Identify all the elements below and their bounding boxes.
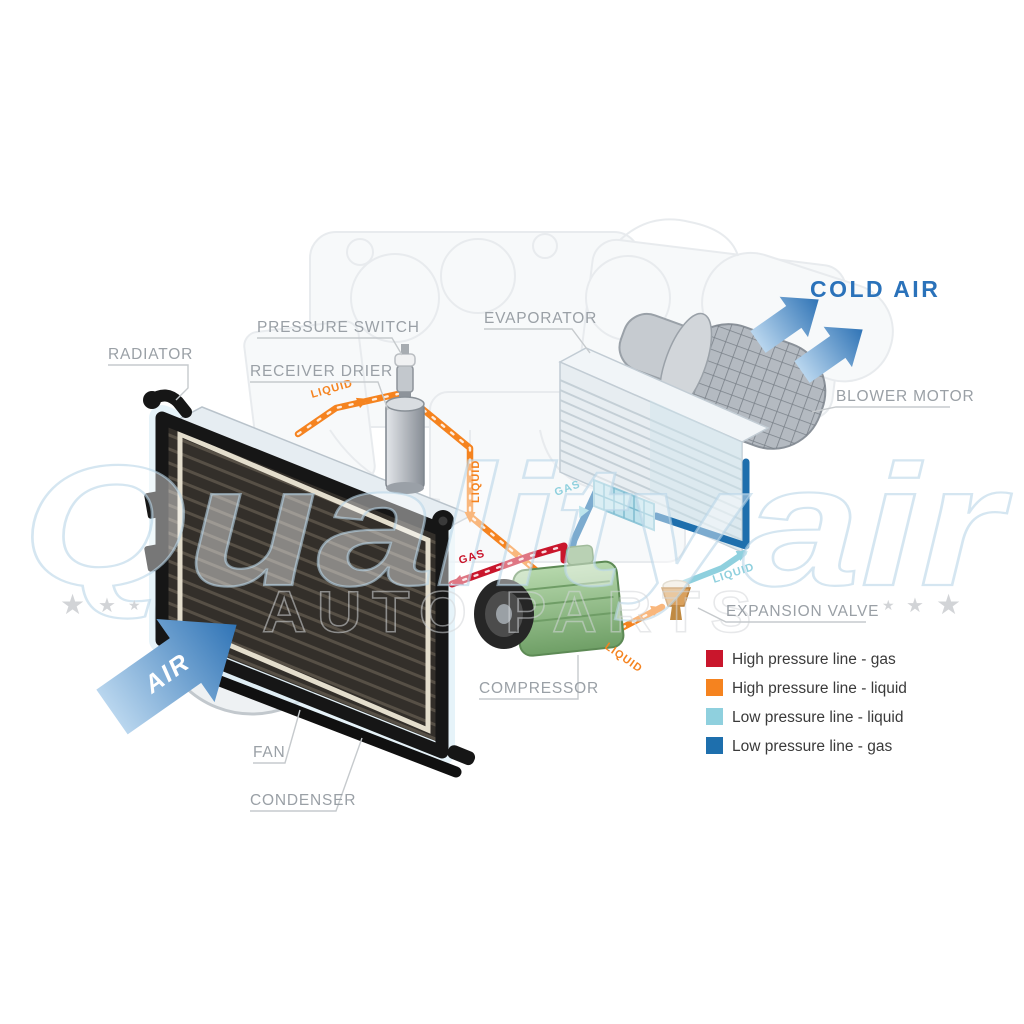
lp-gas-line-1	[652, 458, 750, 550]
radiator-inlet-cap-icon	[143, 391, 161, 409]
radiator-label: RADIATOR	[108, 346, 193, 363]
blower-motor-label: BLOWER MOTOR	[836, 388, 975, 405]
expansion-valve-label: EXPANSION VALVE	[726, 603, 879, 620]
air-intake-arrow: AIR	[96, 619, 237, 735]
flow-arrowheads	[355, 397, 748, 617]
mount-bracket-icon	[144, 491, 164, 519]
legend-swatch-hp-gas	[706, 650, 723, 667]
legend-label-hp-liquid: High pressure line - liquid	[732, 680, 907, 697]
star-icon: ★	[60, 589, 85, 620]
mount-bracket-icon	[144, 544, 164, 572]
compressor-label: COMPRESSOR	[479, 680, 599, 697]
radiator-condenser-assembly	[143, 389, 476, 778]
brand-watermark: Qualityair	[22, 430, 1012, 622]
leader-lines	[108, 328, 950, 812]
hp-liquid-label-3: LIQUID	[602, 641, 644, 676]
evaporator	[558, 347, 770, 554]
star-icon: ★	[906, 595, 924, 617]
cold-air-arrows	[750, 296, 863, 383]
receiver-drier	[385, 390, 425, 494]
legend-label-lp-liquid: Low pressure line - liquid	[732, 709, 903, 726]
hp-liquid-label-2: LIQUID	[470, 460, 482, 503]
star-icon: ★	[936, 589, 961, 620]
component-labels: RADIATOR PRESSURE SWITCH RECEIVER DRIER …	[108, 310, 975, 809]
legend-swatch-hp-liquid	[706, 679, 723, 696]
cold-air-arrow-icon	[750, 296, 819, 353]
expansion-valve	[660, 579, 692, 620]
star-icon: ★	[882, 597, 895, 613]
cold-air-label: COLD AIR	[810, 276, 940, 302]
subtext-watermark: AUTO PARTS	[262, 580, 762, 645]
legend-swatch-lp-liquid	[706, 708, 723, 725]
radiator-core	[168, 425, 438, 742]
compressor	[474, 544, 625, 657]
outlet-stub-icon	[447, 745, 476, 766]
hp-gas-line	[448, 542, 568, 588]
legend-label-lp-gas: Low pressure line - gas	[732, 738, 892, 755]
suction-grid-section	[593, 478, 655, 532]
fan-label: FAN	[253, 744, 286, 761]
star-icon: ★	[98, 595, 116, 617]
star-icon: ★	[128, 597, 141, 613]
legend-swatch-lp-gas	[706, 737, 723, 754]
cold-air-arrow-icon	[794, 326, 863, 383]
air-arrow-icon	[96, 619, 237, 735]
legend-label-hp-gas: High pressure line - gas	[732, 651, 896, 668]
pressure-switch-label: PRESSURE SWITCH	[257, 319, 420, 336]
pressure-switch	[394, 344, 416, 393]
evaporator-label: EVAPORATOR	[484, 310, 597, 327]
radiator-inner-frame	[177, 430, 431, 734]
condenser-label: CONDENSER	[250, 792, 356, 809]
legend: High pressure line - gas High pressure l…	[706, 650, 907, 755]
watermark: Qualityair AUTO PARTS ★ ★ ★ ★ ★ ★	[21, 429, 1013, 646]
receiver-drier-label: RECEIVER DRIER	[250, 363, 393, 380]
lp-liquid-line	[673, 550, 747, 589]
condenser-lower-bar	[180, 662, 462, 778]
